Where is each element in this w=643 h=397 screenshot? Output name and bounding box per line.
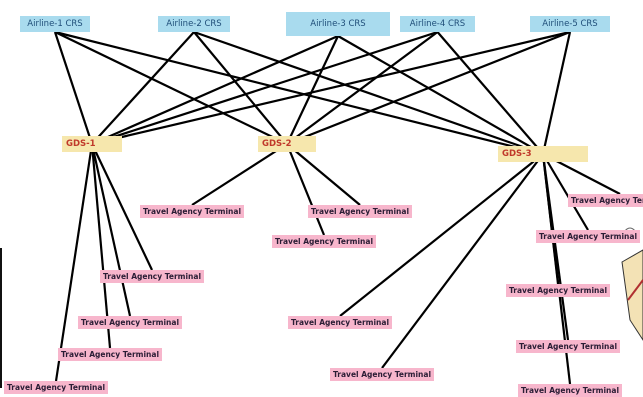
connection-line xyxy=(337,35,544,155)
terminal-label: Travel Agency Terminal xyxy=(509,286,608,295)
airline-crs-box: Airline-1 CRS xyxy=(20,16,90,32)
terminal-label: Travel Agency Terminal xyxy=(539,232,638,241)
connection-line xyxy=(286,35,339,145)
travel-agency-terminal: Travel Agency Terminal xyxy=(506,284,611,297)
airline-crs-box: Airline-2 CRS xyxy=(158,16,230,32)
travel-agency-terminal: Travel Agency Terminal xyxy=(536,230,641,243)
connection-line xyxy=(53,31,94,145)
connection-line xyxy=(54,30,544,156)
terminal-label: Travel Agency Terminal xyxy=(519,342,618,351)
gds-box: GDS-3 xyxy=(498,146,588,162)
travel-agency-terminal: Travel Agency Terminal xyxy=(330,368,435,381)
airline-label: Airline-4 CRS xyxy=(409,19,466,29)
travel-agency-terminal: Travel Agency Terminal xyxy=(288,316,393,329)
terminal-label: Travel Agency Terminal xyxy=(275,237,374,246)
connection-line xyxy=(541,31,572,155)
airline-crs-box: Airline-4 CRS xyxy=(400,16,475,32)
gds-label: GDS-1 xyxy=(66,139,96,149)
terminal-label: Travel Agency Terminal xyxy=(143,207,242,216)
gds-box: GDS-2 xyxy=(258,136,316,152)
gds-box: GDS-1 xyxy=(62,136,122,152)
note-graphic xyxy=(621,227,643,341)
travel-agency-terminal: Travel Agency Terminal xyxy=(272,235,377,248)
airline-crs-box: Airline-3 CRS xyxy=(286,12,390,36)
terminal-label: Travel Agency Terminal xyxy=(333,370,432,379)
connection-line xyxy=(193,31,288,145)
terminal-label: Travel Agency Terminal xyxy=(7,383,106,392)
airline-crs-box: Airline-5 CRS xyxy=(530,16,610,32)
travel-agency-terminal: Travel Agency Terminal xyxy=(140,205,245,218)
connection-line xyxy=(91,30,571,146)
connection-line xyxy=(91,34,339,146)
terminal-label: Travel Agency Terminal xyxy=(291,318,390,327)
connection-line xyxy=(286,31,439,145)
terminal-label: Travel Agency Terminal xyxy=(521,386,620,395)
connection-line xyxy=(91,31,195,145)
travel-agency-terminal: Travel Agency Terminal xyxy=(518,384,623,397)
gds-label: GDS-2 xyxy=(262,139,292,149)
gds-label: GDS-3 xyxy=(502,149,532,159)
connection-line xyxy=(191,143,288,206)
left-edge-bar xyxy=(0,248,2,388)
connection-line xyxy=(90,143,112,349)
connection-line xyxy=(54,143,94,382)
terminal-label: Travel Agency Terminal xyxy=(81,318,180,327)
travel-agency-terminal: Travel Agency Terminal xyxy=(516,340,621,353)
connection-line xyxy=(54,31,288,145)
connection-line xyxy=(285,143,326,236)
travel-agency-terminal: Travel Agency Terminal xyxy=(100,270,205,283)
connection-line xyxy=(193,30,544,156)
travel-agency-terminal: Travel Agency Terminal xyxy=(568,194,643,207)
connection-line xyxy=(436,31,544,155)
connection-line xyxy=(381,153,544,369)
connection-line xyxy=(286,143,361,206)
travel-agency-terminal: Travel Agency Terminal xyxy=(308,205,413,218)
terminal-label: Travel Agency Terminal xyxy=(61,350,160,359)
connection-line xyxy=(542,153,589,231)
connection-line xyxy=(91,143,154,271)
airline-label: Airline-1 CRS xyxy=(27,19,83,29)
terminal-label: Travel Agency Terminal xyxy=(103,272,202,281)
airline-label: Airline-5 CRS xyxy=(542,19,598,29)
terminal-label: Travel Agency Terminal xyxy=(571,196,643,205)
travel-agency-terminal: Travel Agency Terminal xyxy=(4,381,109,394)
connection-line xyxy=(91,30,438,146)
connection-line xyxy=(286,30,571,146)
airline-label: Airline-2 CRS xyxy=(166,19,222,29)
travel-agency-terminal: Travel Agency Terminal xyxy=(78,316,183,329)
terminal-label: Travel Agency Terminal xyxy=(311,207,410,216)
airline-label: Airline-3 CRS xyxy=(310,19,366,29)
travel-agency-terminal: Travel Agency Terminal xyxy=(58,348,163,361)
connection-line xyxy=(90,143,132,317)
connection-line xyxy=(339,153,544,317)
